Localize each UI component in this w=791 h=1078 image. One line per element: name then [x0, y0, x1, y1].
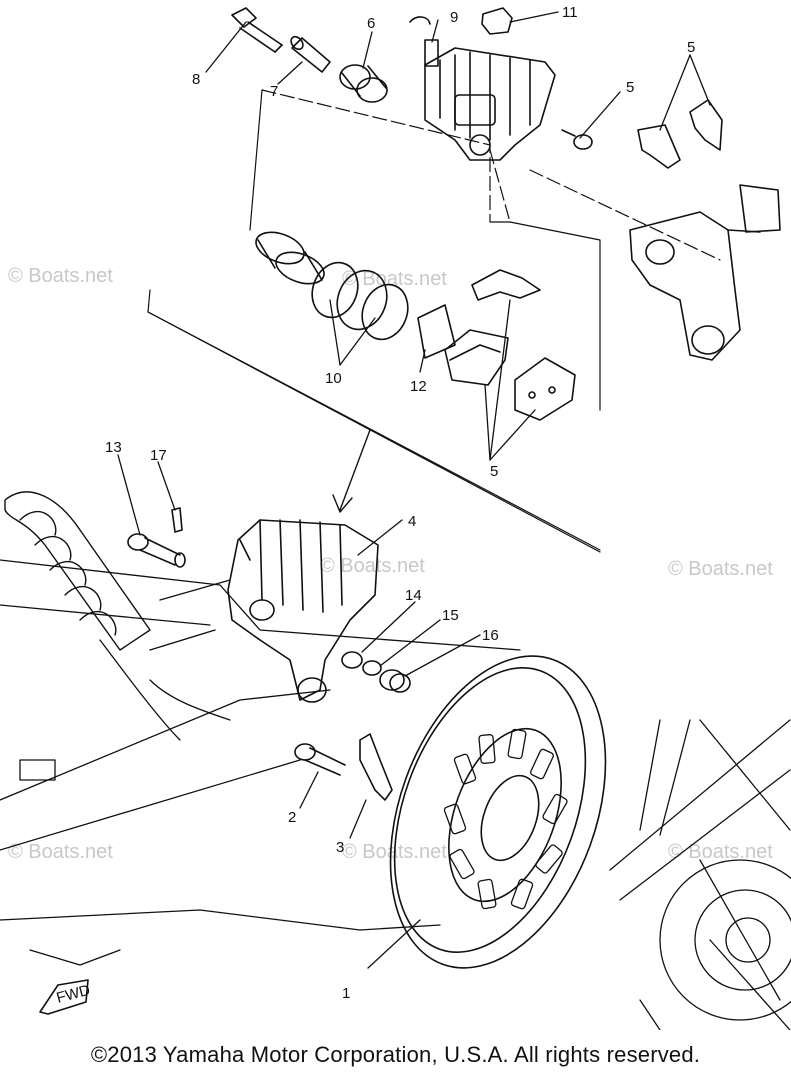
- pad-spring: [637, 99, 723, 169]
- pad-plate: [514, 357, 576, 421]
- part-number-label: 5: [626, 79, 634, 96]
- part-number-label: 16: [482, 627, 499, 644]
- part-number-label: 5: [490, 463, 498, 480]
- part-number-label: 4: [408, 513, 416, 530]
- part-number-label: 11: [562, 4, 578, 21]
- washer-15: [362, 660, 382, 676]
- watermark: © Boats.net: [8, 265, 113, 287]
- bolt-2: [294, 743, 346, 776]
- part-number-label: 2: [288, 809, 296, 826]
- watermark: © Boats.net: [320, 555, 425, 577]
- watermark: © Boats.net: [8, 841, 113, 863]
- piston-seals: [311, 261, 409, 341]
- cotter-pin-17: [171, 507, 183, 533]
- caliper-bracket: [629, 184, 781, 361]
- wheel-spokes: [609, 719, 791, 1030]
- direction-arrow: [332, 429, 371, 513]
- watermark: © Boats.net: [342, 268, 447, 290]
- nut-16: [379, 669, 411, 693]
- part-number-label: 14: [405, 587, 422, 604]
- part-number-label: 3: [336, 839, 344, 856]
- watermark: © Boats.net: [668, 558, 773, 580]
- bleeder-cap: [481, 7, 513, 35]
- screw-5: [561, 129, 593, 150]
- anti-rattle-spring: [471, 269, 541, 301]
- brake-disc: [389, 655, 607, 969]
- part-number-label: 12: [410, 378, 427, 395]
- part-number-label: 10: [325, 370, 342, 387]
- fwd-arrow: FWD: [39, 979, 92, 1015]
- pad-shim: [417, 304, 456, 359]
- copyright-notice: ©2013 Yamaha Motor Corporation, U.S.A. A…: [90, 1042, 701, 1067]
- leader-lines: [117, 11, 711, 969]
- pin-7: [290, 35, 331, 73]
- part-number-label: 13: [105, 439, 122, 456]
- watermark: © Boats.net: [668, 841, 773, 863]
- part-number-label: 5: [687, 39, 695, 56]
- bushing-6: [339, 64, 388, 103]
- lock-plate-3: [359, 733, 393, 801]
- part-number-labels: 1 2 3 4 5 5 5 6 7 8 9 10 11 12 13 14 15 …: [105, 4, 695, 1002]
- washer-14: [341, 651, 363, 669]
- caliper-assembly: [227, 519, 379, 703]
- part-number-label: 17: [150, 447, 167, 464]
- exploded-parts-diagram: © Boats.net © Boats.net © Boats.net © Bo…: [0, 4, 791, 1030]
- part-number-label: 7: [270, 83, 278, 100]
- clip-ring: [409, 16, 431, 25]
- bolt-8: [231, 7, 283, 53]
- part-number-label: 6: [367, 15, 375, 32]
- part-number-label: 1: [342, 985, 350, 1002]
- piston: [255, 231, 325, 285]
- guide-lines: [147, 89, 721, 553]
- part-number-label: 8: [192, 71, 200, 88]
- brake-pad: [444, 329, 509, 386]
- part-number-label: 15: [442, 607, 459, 624]
- caliper-upper: [424, 39, 556, 161]
- bolt-13: [127, 533, 186, 568]
- shock-absorber: [4, 491, 231, 651]
- part-number-label: 9: [450, 9, 458, 26]
